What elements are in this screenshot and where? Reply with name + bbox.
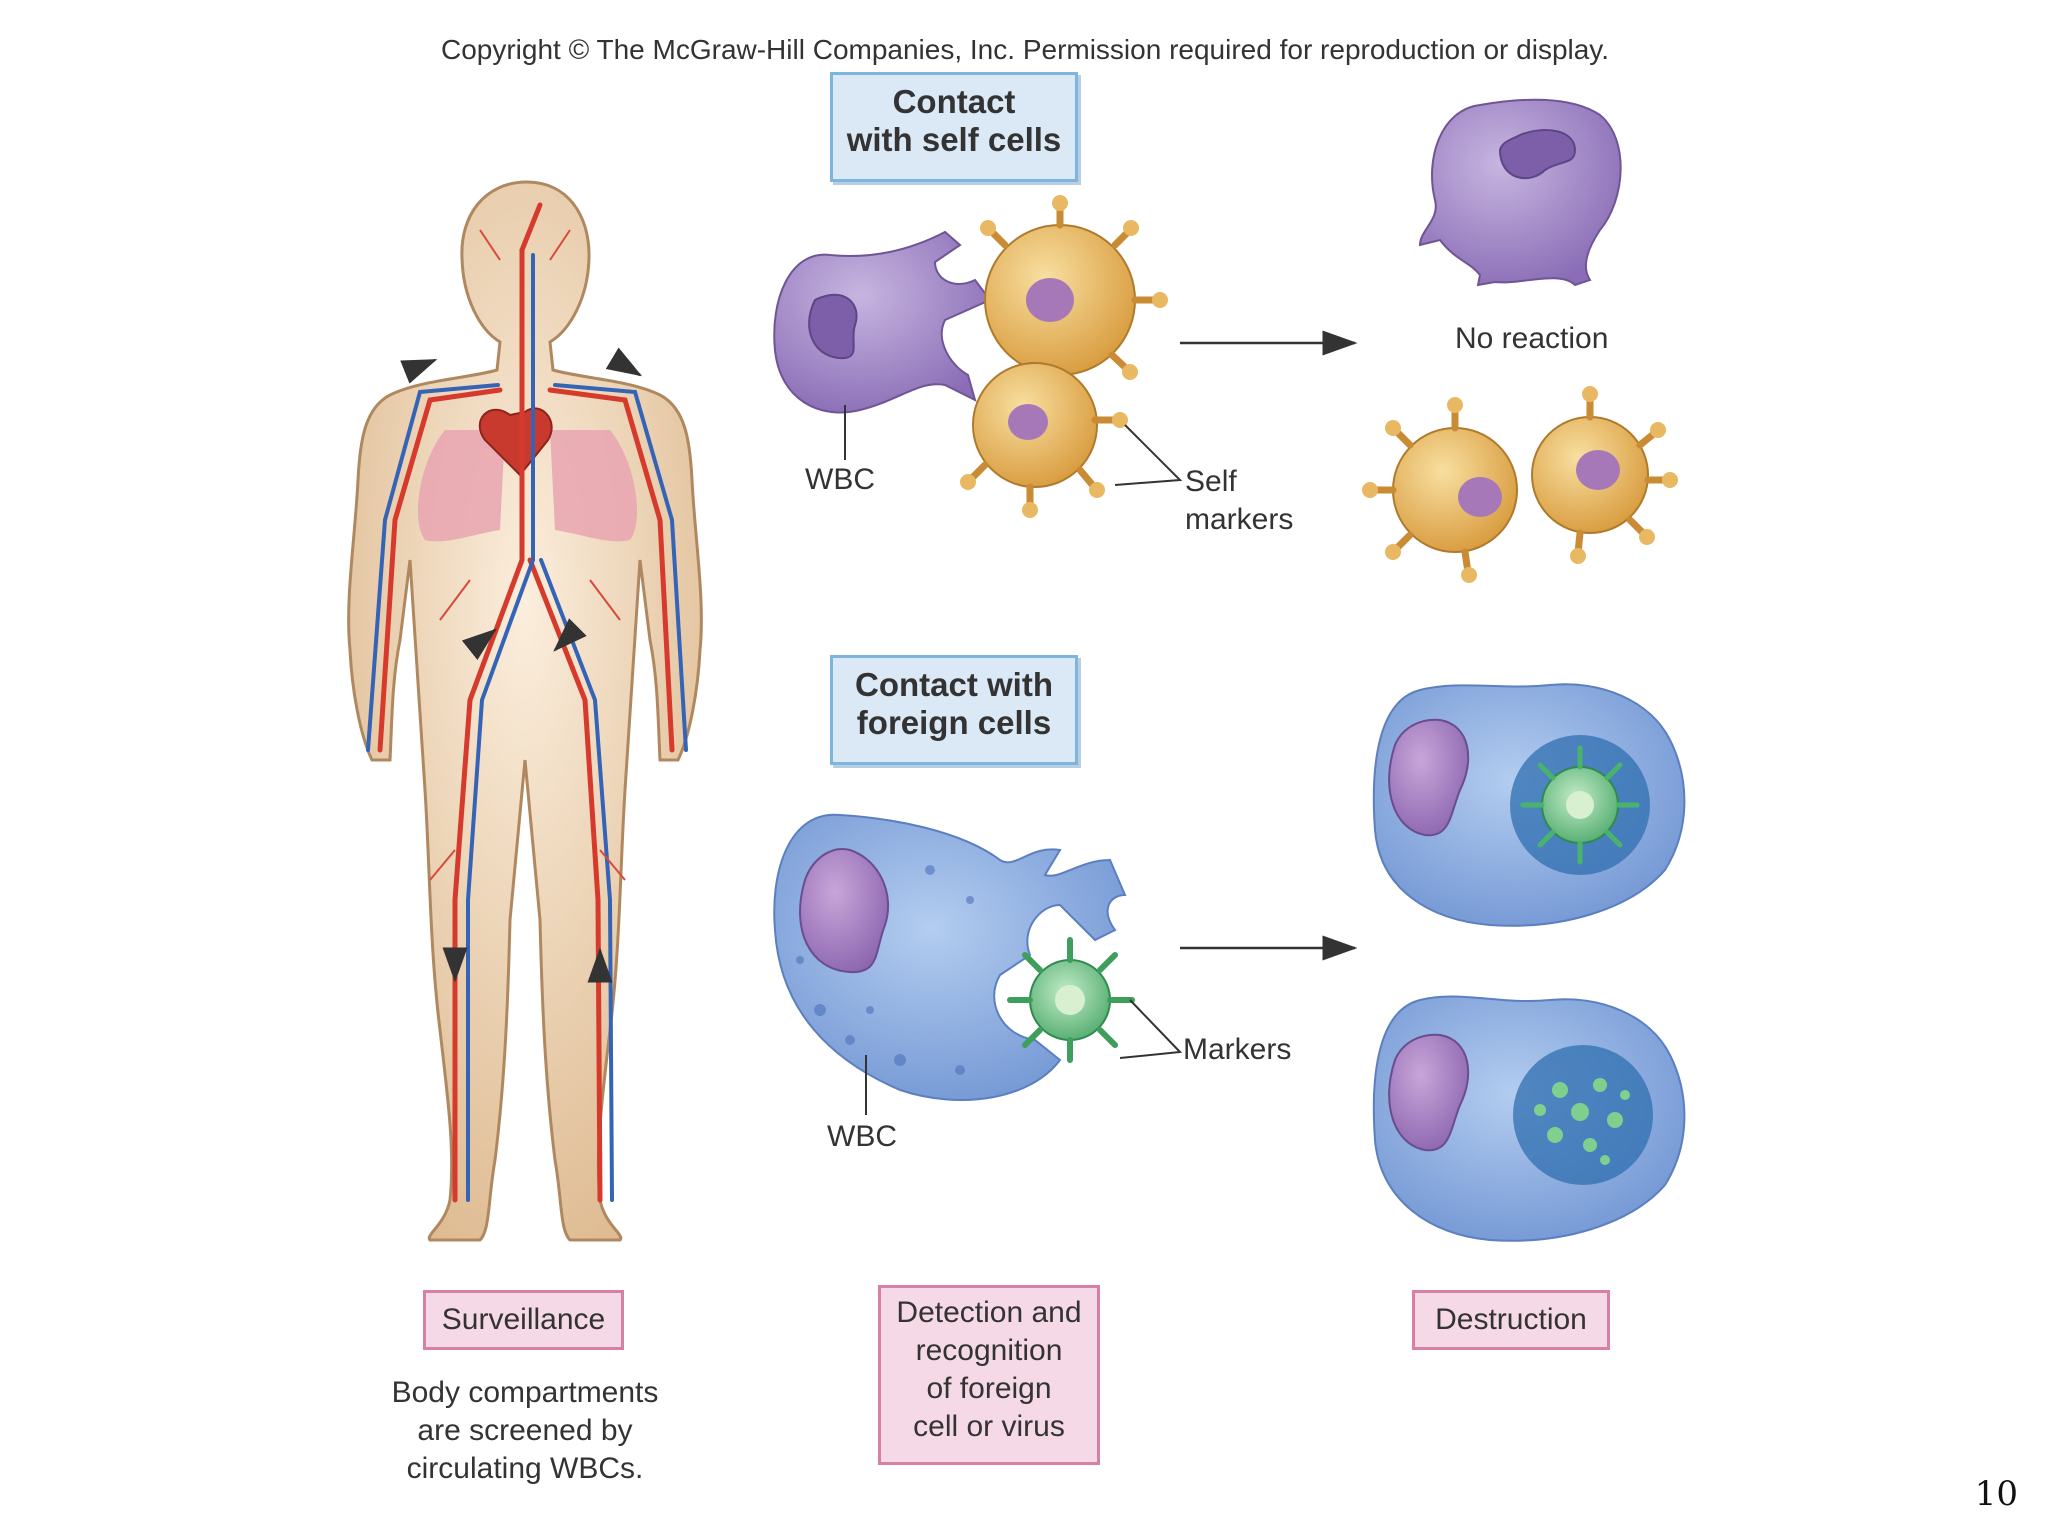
foreign-title-line2: foreign cells xyxy=(856,704,1052,741)
copyright-notice: Copyright © The McGraw-Hill Companies, I… xyxy=(440,34,1610,65)
wbc-label-self: WBC xyxy=(805,463,875,496)
surveillance-desc-line1: Body compartments xyxy=(391,1376,659,1409)
markers-label: Markers xyxy=(1183,1033,1292,1066)
destruction-label: Destruction xyxy=(1412,1290,1610,1350)
no-reaction-label: No reaction xyxy=(1455,322,1609,355)
detection-line4: cell or virus xyxy=(913,1410,1065,1443)
wbc-cell-result xyxy=(1418,98,1622,287)
phagocyte-engulfing xyxy=(773,813,1127,1101)
human-body-figure xyxy=(347,180,703,1242)
self-title-line1: Contact xyxy=(892,83,1016,120)
surveillance-label: Surveillance xyxy=(423,1290,624,1350)
phagocyte-ingesting xyxy=(1372,683,1686,927)
self-markers-line2: markers xyxy=(1185,503,1294,536)
phagocyte-digesting xyxy=(1372,995,1686,1242)
surveillance-desc-line3: circulating WBCs. xyxy=(406,1452,644,1485)
self-cells-result xyxy=(1362,386,1678,583)
detection-label: Detection and recognition of foreign cel… xyxy=(878,1285,1100,1465)
self-cell-upper xyxy=(980,195,1168,380)
detection-line1: Detection and xyxy=(896,1296,1082,1329)
foreign-title-line1: Contact with xyxy=(855,666,1053,703)
leader-lines-self xyxy=(844,405,1183,486)
self-contact-title: Contact with self cells xyxy=(830,72,1078,182)
leader-lines-foreign xyxy=(865,999,1183,1115)
surveillance-desc-line2: are screened by xyxy=(417,1414,633,1447)
self-cell-lower xyxy=(960,362,1128,518)
self-title-line2: with self cells xyxy=(846,121,1062,158)
page-number: 10 xyxy=(1974,1474,2018,1514)
self-markers-line1: Self xyxy=(1185,465,1237,498)
detection-line3: of foreign xyxy=(926,1372,1052,1405)
surveillance-description: Body compartments are screened by circul… xyxy=(360,1374,690,1488)
self-markers-label: Self markers xyxy=(1185,463,1293,539)
detection-line2: recognition xyxy=(915,1334,1063,1367)
wbc-label-foreign: WBC xyxy=(827,1120,897,1153)
foreign-cell xyxy=(1007,937,1135,1063)
foreign-contact-title: Contact with foreign cells xyxy=(830,655,1078,765)
wbc-cell-self xyxy=(773,230,992,414)
